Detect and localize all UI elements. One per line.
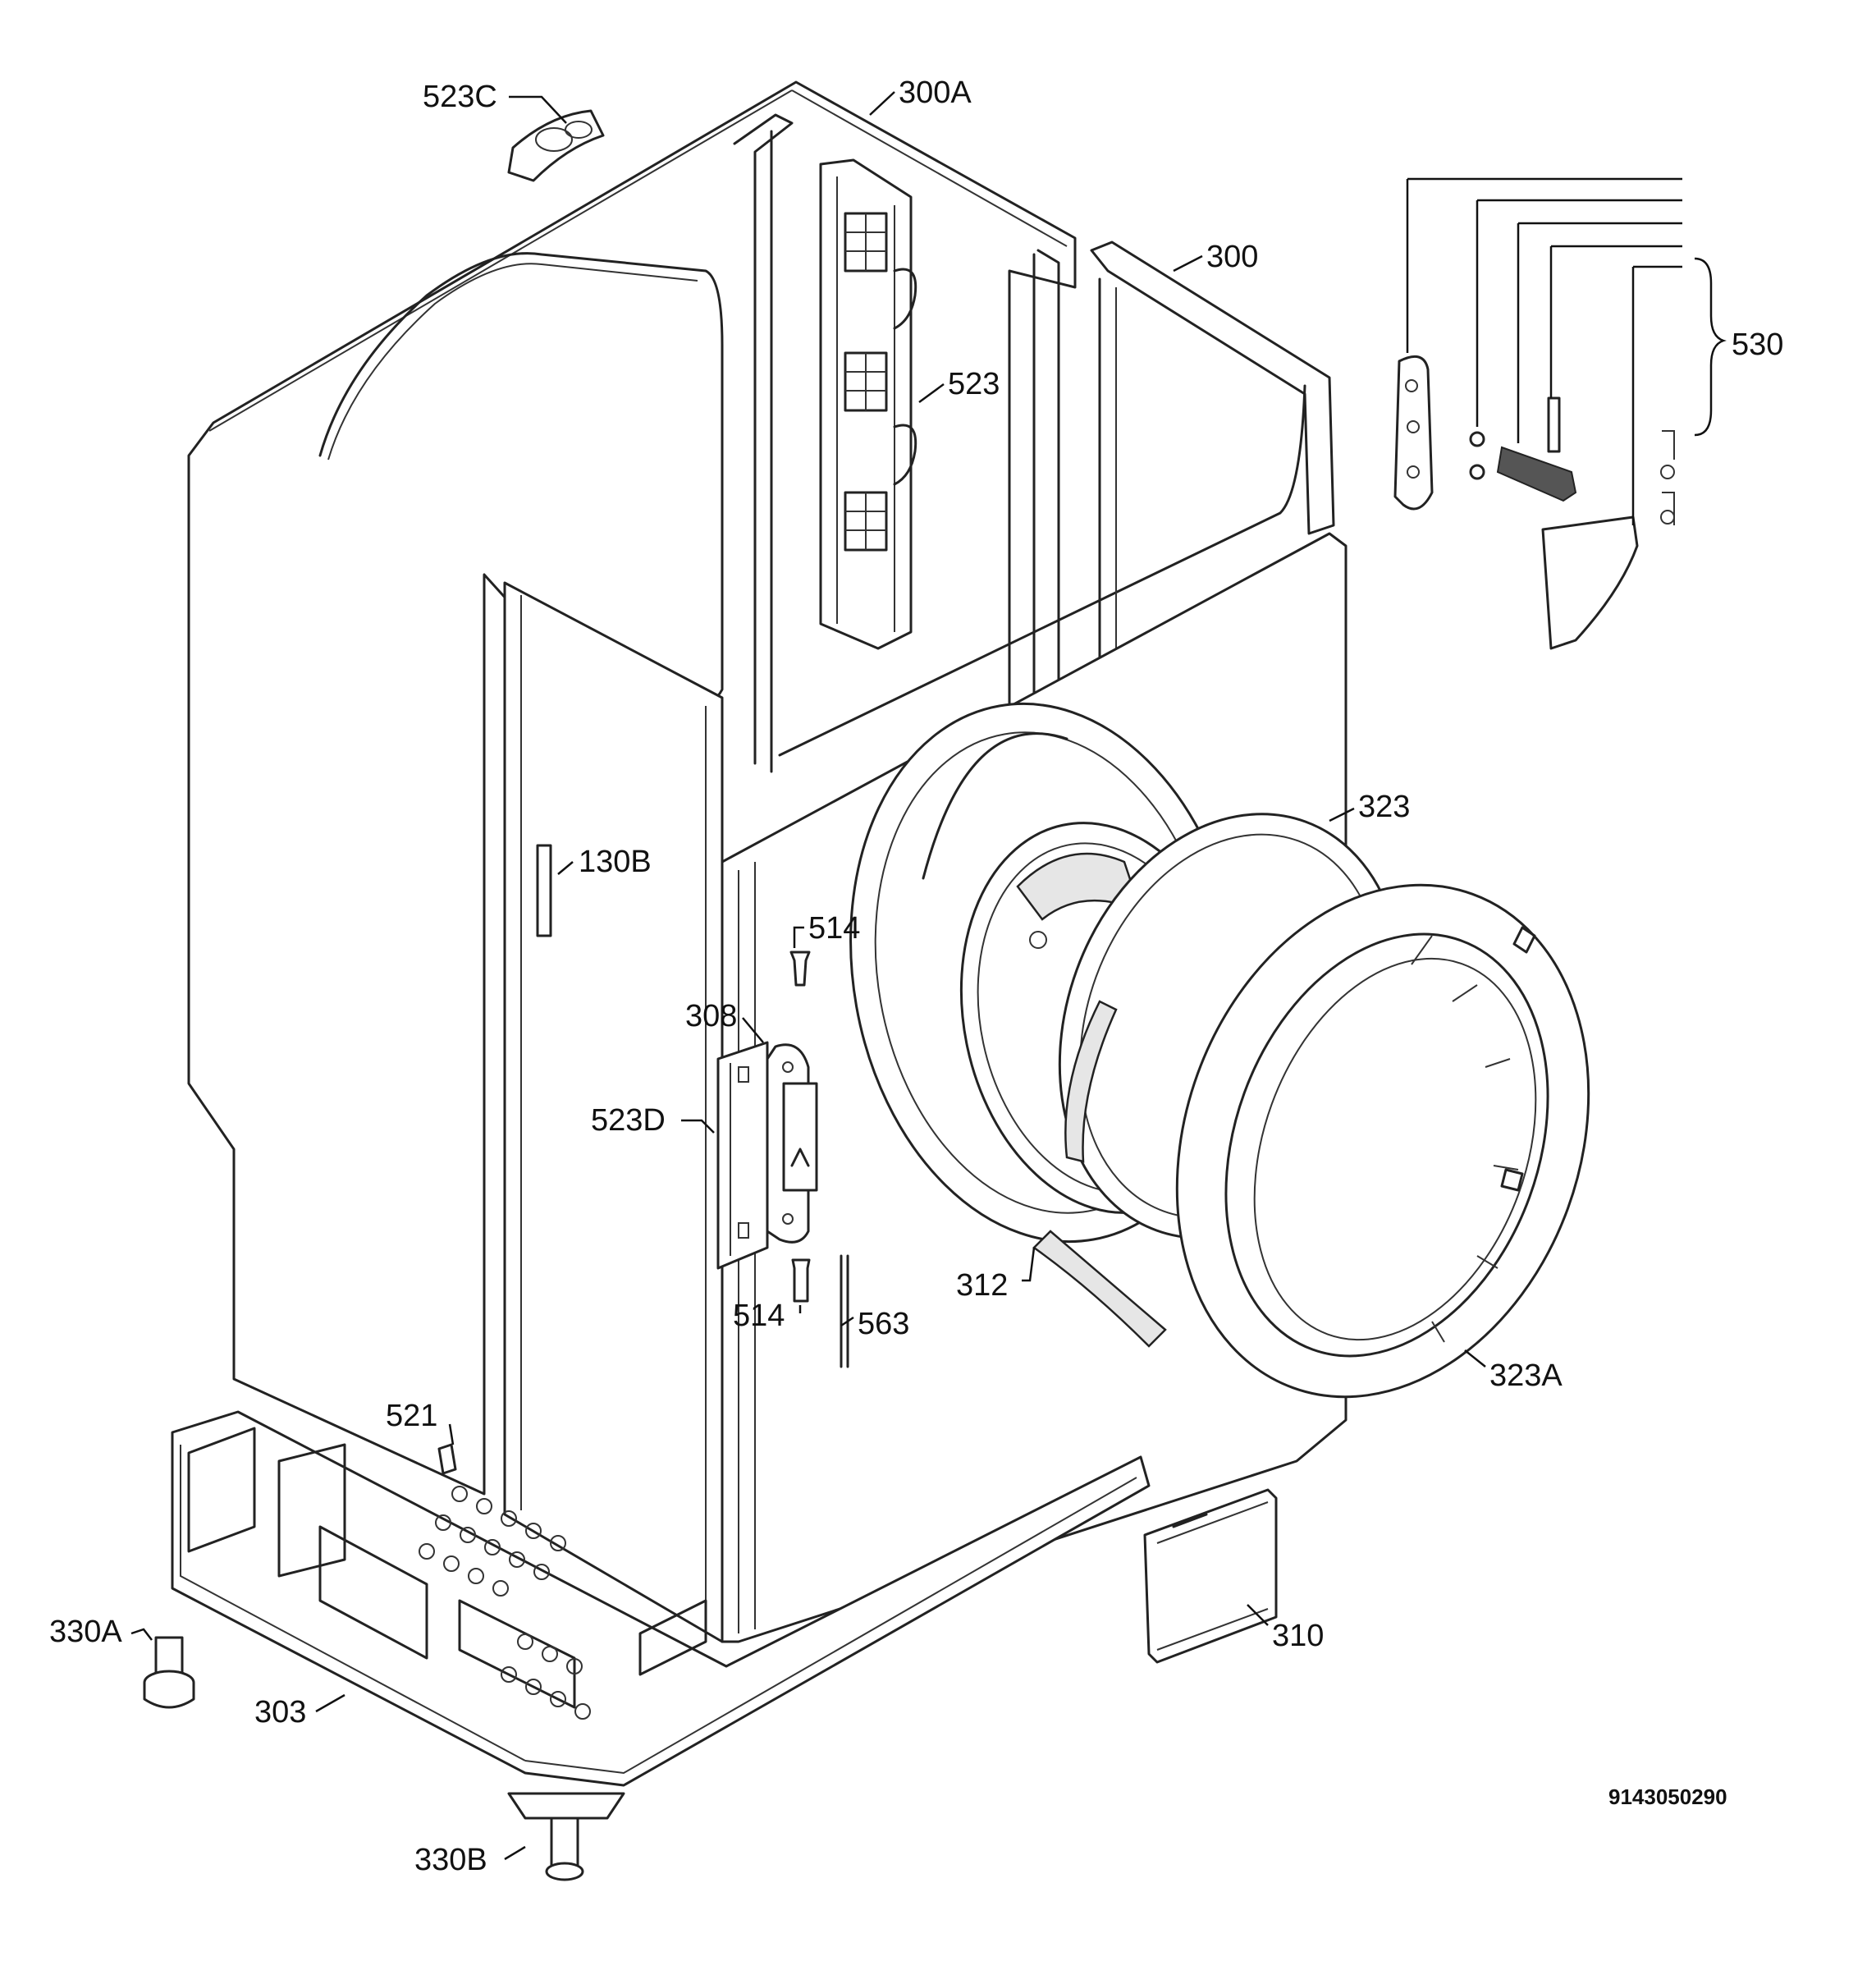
part-label-523C: 523C — [423, 80, 497, 114]
rear-panel-523 — [819, 158, 917, 650]
part-label-521: 521 — [386, 1399, 437, 1433]
part-label-330A: 330A — [49, 1615, 122, 1649]
part-label-300: 300 — [1206, 240, 1258, 274]
part-label-303: 303 — [254, 1695, 306, 1729]
outer-door-ring-323A — [1175, 883, 1590, 1399]
part-label-310: 310 — [1272, 1619, 1324, 1653]
clip-523C — [507, 109, 605, 182]
part-label-563: 563 — [858, 1307, 909, 1341]
part-label-308: 308 — [685, 999, 737, 1033]
bracket-523D — [716, 1041, 769, 1270]
part-label-323: 323 — [1358, 790, 1410, 824]
base-frame-303 — [171, 1410, 1151, 1787]
leader-lines — [130, 91, 1727, 1861]
foot-330A — [143, 1636, 195, 1709]
part-label-523D: 523D — [591, 1103, 666, 1138]
part-label-323A: 323A — [1489, 1358, 1563, 1393]
rod-563 — [840, 1254, 849, 1368]
label-strip-130B — [536, 844, 552, 937]
part-label-300A: 300A — [899, 76, 972, 110]
part-label-514-top: 514 — [808, 911, 860, 946]
screw-514-top — [789, 951, 811, 987]
plinth-cover-310 — [1143, 1488, 1278, 1664]
part-label-330B: 330B — [414, 1843, 487, 1877]
part-label-530: 530 — [1732, 328, 1783, 362]
part-label-514-bottom: 514 — [733, 1299, 785, 1333]
kit-530 — [1393, 355, 1675, 650]
screw-521 — [437, 1443, 457, 1475]
part-label-523: 523 — [948, 367, 1000, 401]
screw-514-bottom — [791, 1258, 811, 1303]
part-label-312: 312 — [956, 1268, 1008, 1303]
foot-330B — [507, 1792, 625, 1881]
part-label-130B: 130B — [579, 845, 652, 879]
drawing-code: 9143050290 — [1608, 1784, 1727, 1809]
hinge-308 — [766, 1043, 818, 1244]
